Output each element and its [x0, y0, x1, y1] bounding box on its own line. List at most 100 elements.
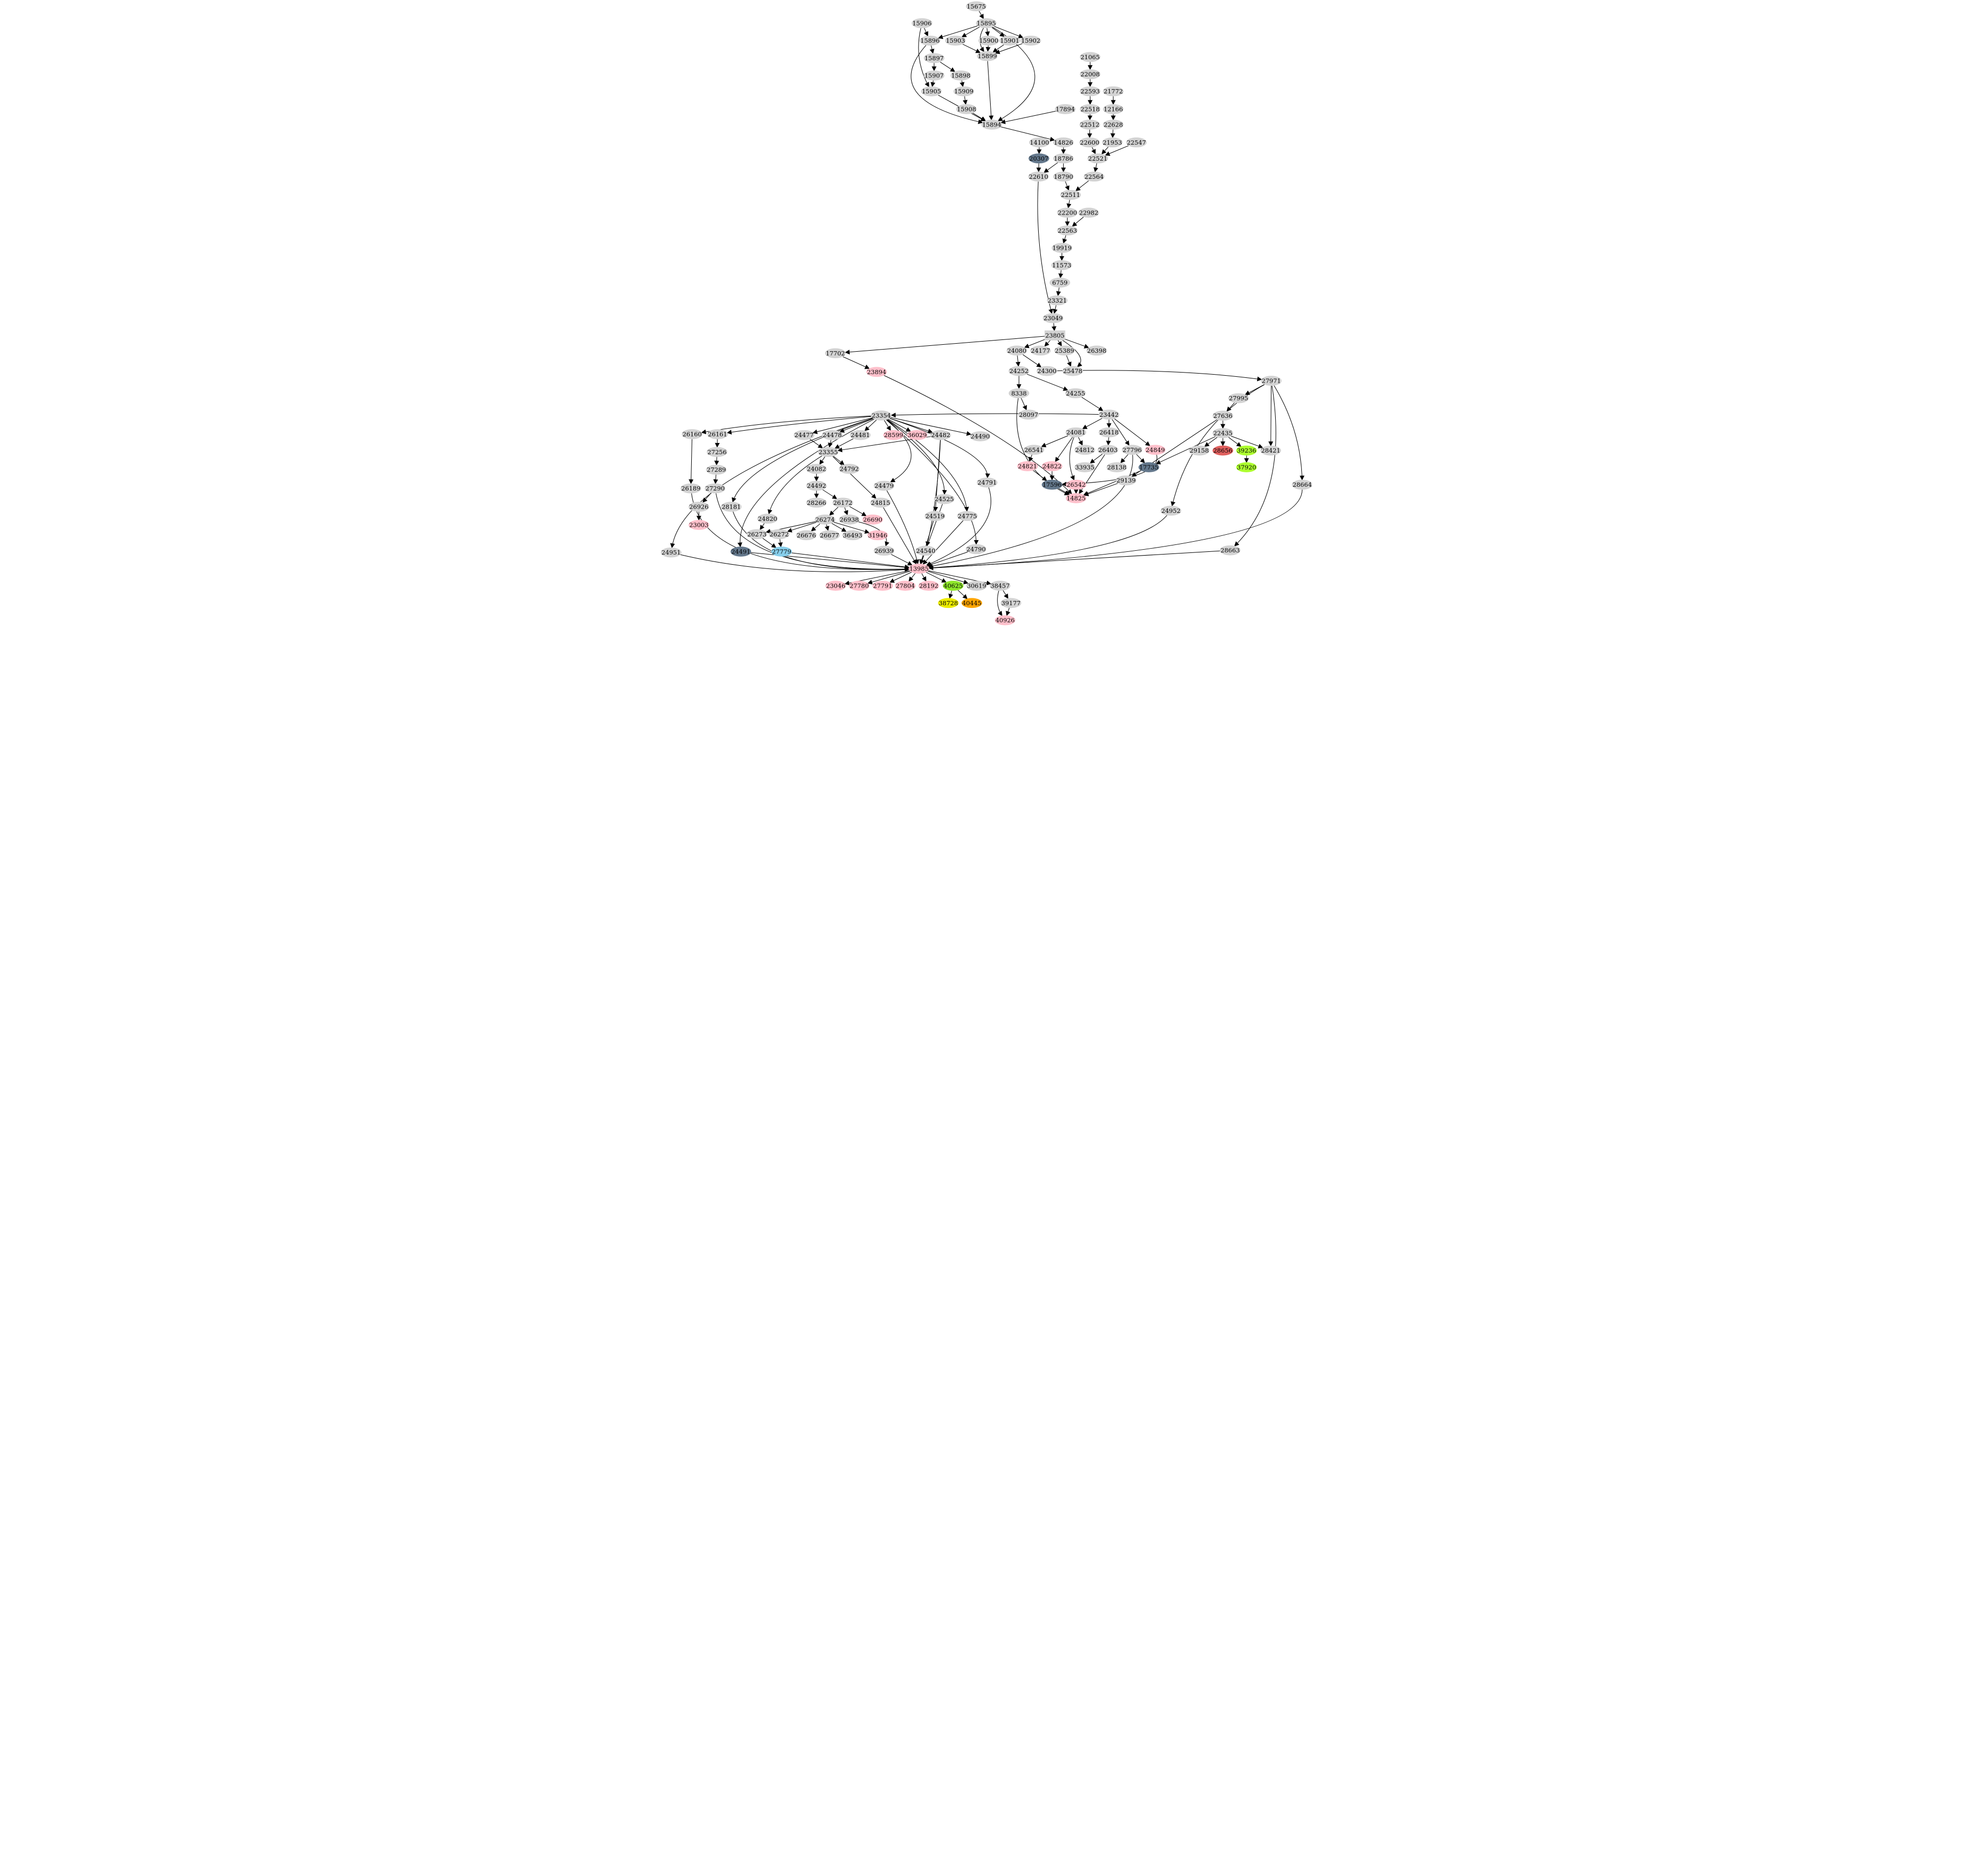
node-shape-22564 — [1084, 171, 1104, 182]
node-shape-26939 — [874, 545, 895, 556]
node-22512: 22512 — [1079, 120, 1100, 130]
node-shape-15902 — [1020, 35, 1041, 46]
node-label-24812: 24812 — [1075, 446, 1094, 454]
node-24252: 24252 — [1008, 366, 1030, 376]
node-shape-26189 — [681, 483, 701, 494]
node-shape-22512 — [1079, 120, 1100, 130]
node-24177: 24177 — [1030, 345, 1051, 356]
node-label-24540: 24540 — [916, 547, 935, 555]
node-label-23442: 23442 — [1100, 411, 1119, 418]
node-label-23805: 23805 — [1045, 332, 1064, 339]
node-26926: 26926 — [689, 502, 709, 512]
node-36493: 36493 — [842, 530, 863, 541]
node-shape-15896 — [920, 35, 940, 46]
node-label-36029: 36029 — [907, 431, 927, 439]
node-shape-28421 — [1260, 445, 1281, 456]
node-label-24492: 24492 — [807, 482, 826, 489]
node-label-26938: 26938 — [840, 516, 859, 524]
node-22600: 22600 — [1079, 137, 1100, 148]
node-label-23049: 23049 — [1044, 314, 1063, 322]
node-6759: 6759 — [1049, 278, 1070, 288]
node-23442: 23442 — [1098, 409, 1119, 420]
edge-27995-27636 — [1226, 402, 1235, 412]
node-label-22600: 22600 — [1080, 139, 1099, 146]
node-shape-22521 — [1087, 153, 1108, 164]
node-shape-24081 — [1065, 427, 1086, 438]
node-shape-27289 — [706, 464, 727, 475]
node-label-28266: 28266 — [807, 499, 826, 506]
node-shape-28664 — [1292, 479, 1312, 490]
edge-13985-28192 — [921, 573, 927, 582]
edge-8338-28097 — [1021, 398, 1027, 410]
node-label-24790: 24790 — [967, 545, 986, 553]
node-15675: 15675 — [966, 1, 987, 12]
edge-24775-13985 — [922, 520, 963, 565]
node-shape-24820 — [757, 513, 778, 524]
node-22547: 22547 — [1126, 137, 1147, 148]
node-22521: 22521 — [1087, 153, 1108, 164]
edge-26541-24821 — [1029, 454, 1033, 462]
node-27971: 27971 — [1261, 376, 1282, 386]
node-31946: 31946 — [867, 530, 888, 541]
edge-23354-24481 — [864, 419, 877, 431]
node-label-22628: 22628 — [1104, 121, 1123, 129]
node-label-21953: 21953 — [1103, 139, 1122, 146]
node-label-19919: 19919 — [1053, 244, 1072, 252]
node-24519: 24519 — [924, 511, 945, 521]
edge-23354-24775 — [887, 419, 969, 512]
node-label-28599: 28599 — [884, 431, 903, 439]
node-24080: 24080 — [1006, 345, 1028, 356]
node-shape-22511 — [1060, 189, 1081, 200]
node-15897: 15897 — [923, 53, 945, 64]
node-label-6759: 6759 — [1052, 279, 1068, 287]
node-shape-28138 — [1106, 462, 1127, 472]
edge-24791-13985 — [926, 487, 991, 566]
node-label-12166: 12166 — [1104, 106, 1123, 113]
node-shape-27779 — [771, 547, 792, 557]
node-label-27780: 27780 — [850, 582, 869, 590]
edge-13985-27804 — [908, 573, 916, 582]
node-26403: 26403 — [1097, 445, 1118, 455]
node-14826: 14826 — [1053, 137, 1074, 148]
edge-17702-23894 — [842, 356, 870, 369]
edge-23354-28181 — [731, 418, 873, 503]
node-26172: 26172 — [832, 497, 853, 508]
node-26676: 26676 — [796, 530, 817, 541]
node-shape-26676 — [796, 530, 817, 541]
edge-27971-27995 — [1245, 384, 1264, 395]
edge-15675-15895 — [978, 11, 984, 19]
node-shape-25389 — [1054, 345, 1075, 356]
node-label-15895: 15895 — [977, 20, 996, 27]
node-shape-22610 — [1028, 171, 1049, 182]
edge-23442-24849 — [1114, 418, 1151, 446]
node-shape-26418 — [1098, 427, 1119, 438]
edge-27289-27290 — [713, 474, 718, 485]
node-shape-22593 — [1080, 86, 1101, 97]
node-23894: 23894 — [866, 367, 887, 377]
node-shape-15899 — [977, 51, 998, 61]
node-21772: 21772 — [1103, 86, 1124, 97]
node-24081: 24081 — [1065, 427, 1086, 438]
edge-24951-13985 — [680, 554, 910, 572]
node-shape-26272 — [769, 529, 789, 540]
node-26541: 26541 — [1023, 445, 1045, 455]
node-shape-26160 — [682, 429, 702, 439]
node-label-26161: 26161 — [708, 431, 727, 438]
node-shape-22563 — [1057, 225, 1078, 236]
node-25389: 25389 — [1054, 345, 1075, 356]
node-label-26274: 26274 — [816, 516, 835, 524]
node-label-21772: 21772 — [1104, 88, 1123, 95]
node-shape-18790 — [1053, 171, 1074, 182]
node-label-17702: 17702 — [826, 350, 845, 357]
node-label-15907: 15907 — [924, 72, 944, 80]
node-shape-17735 — [1139, 462, 1159, 472]
node-15906: 15906 — [912, 18, 932, 28]
node-shape-23321 — [1047, 295, 1068, 306]
edge-26418-26403 — [1106, 437, 1111, 446]
node-15901: 15901 — [999, 35, 1020, 46]
node-shape-26690 — [862, 514, 883, 525]
node-shape-23003 — [689, 520, 709, 530]
node-label-13985: 13985 — [910, 565, 929, 573]
node-label-23003: 23003 — [689, 521, 708, 529]
node-15895: 15895 — [976, 18, 997, 28]
